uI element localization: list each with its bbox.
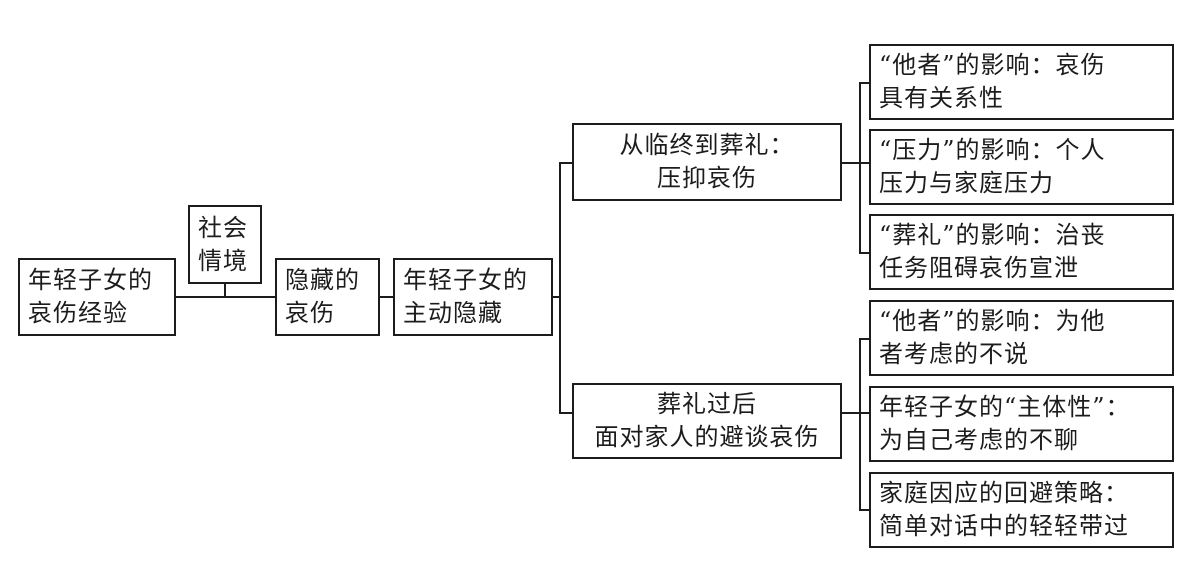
node-active-hiding: 年轻子女的 主动隐藏 — [393, 258, 553, 336]
edge-bus-to-branch-top — [559, 162, 572, 164]
leaf-family-avoidance-line2: 简单对话中的轻轻带过 — [879, 512, 1129, 540]
node-hidden-grief-line2: 哀伤 — [285, 299, 335, 327]
node-social-context-line1: 社会 — [198, 213, 248, 242]
node-grief-experience: 年轻子女的 哀伤经验 — [18, 258, 176, 336]
node-active-hiding-line2: 主动隐藏 — [403, 299, 503, 327]
node-social-context: 社会 情境 — [188, 205, 262, 284]
leaf-other-influence-line2: 具有关系性 — [879, 84, 1004, 112]
node-leaf-funeral-tasks-block-grief: “葬礼”的影响：治丧 任务阻碍哀伤宣泄 — [869, 214, 1174, 290]
edge-main-bus-vertical — [559, 162, 561, 414]
node-dying-to-funeral-line2: 压抑哀伤 — [657, 164, 757, 192]
node-leaf-other-influence-relational: “他者”的影响：哀伤 具有关系性 — [869, 44, 1174, 120]
node-leaf-pressure-personal-family: “压力”的影响：个人 压力与家庭压力 — [869, 129, 1174, 205]
leaf-family-avoidance-line1: 家庭因应的回避策略： — [879, 479, 1129, 507]
node-after-funeral-line2: 面对家人的避谈哀伤 — [594, 423, 820, 451]
leaf-funeral-tasks-line1: “葬礼”的影响：治丧 — [879, 221, 1106, 249]
edge-bottom-leaf-bus-vertical — [859, 338, 861, 511]
node-dying-to-funeral-suppress: 从临终到葬礼： 压抑哀伤 — [572, 123, 842, 201]
leaf-other-influence-line1: “他者”的影响：哀伤 — [879, 51, 1106, 79]
edge-branch-top-to-leaves — [842, 162, 869, 164]
node-social-context-line2: 情境 — [198, 246, 248, 275]
edge-top-leaf-bus-vertical — [859, 82, 861, 254]
node-hidden-grief-line1: 隐藏的 — [285, 266, 360, 294]
node-leaf-subjectivity-not-chatting: 年轻子女的“主体性”： 为自己考虑的不聊 — [869, 386, 1174, 462]
edge-stub-leaf1 — [859, 82, 869, 84]
node-grief-experience-line1: 年轻子女的 — [28, 266, 153, 294]
leaf-subjectivity-line2: 为自己考虑的不聊 — [879, 426, 1079, 454]
node-dying-to-funeral-line1: 从临终到葬礼： — [619, 131, 795, 159]
leaf-funeral-tasks-line2: 任务阻碍哀伤宣泄 — [879, 254, 1079, 282]
node-leaf-not-telling-for-others: “他者”的影响：为他 者考虑的不说 — [869, 300, 1174, 376]
edge-branch-bottom-to-leaves — [842, 412, 869, 414]
leaf-pressure-line2: 压力与家庭压力 — [879, 169, 1054, 197]
leaf-not-telling-line1: “他者”的影响：为他 — [879, 307, 1106, 335]
edge-context-stub — [224, 284, 226, 298]
edge-bus-to-branch-bottom — [559, 412, 572, 414]
node-after-funeral-line1: 葬礼过后 — [657, 390, 757, 418]
edge-stub-leaf3 — [859, 252, 869, 254]
edge-hidden-to-active — [380, 296, 393, 298]
edge-stub-leaf4 — [859, 338, 869, 340]
node-active-hiding-line1: 年轻子女的 — [403, 266, 528, 294]
node-after-funeral-avoid-talk: 葬礼过后 面对家人的避谈哀伤 — [572, 383, 842, 459]
node-hidden-grief: 隐藏的 哀伤 — [275, 258, 380, 336]
edge-active-to-bus — [553, 296, 560, 298]
leaf-subjectivity-line1: 年轻子女的“主体性”： — [879, 393, 1131, 421]
edge-stub-leaf6 — [859, 509, 869, 511]
leaf-not-telling-line2: 者考虑的不说 — [879, 340, 1029, 368]
node-grief-experience-line2: 哀伤经验 — [28, 299, 128, 327]
leaf-pressure-line1: “压力”的影响：个人 — [879, 136, 1106, 164]
node-leaf-family-avoidance-strategy: 家庭因应的回避策略： 简单对话中的轻轻带过 — [869, 472, 1174, 548]
